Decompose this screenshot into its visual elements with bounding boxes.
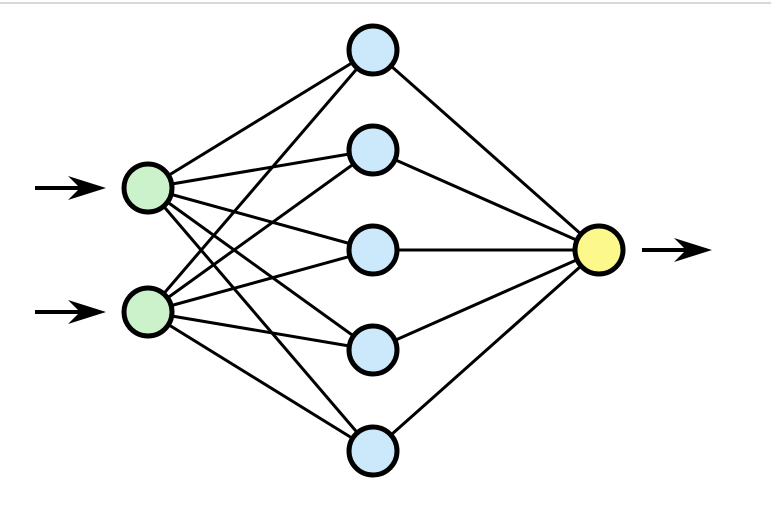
edge-in2-h4: [147, 310, 374, 352]
output-arrow-icon: [674, 238, 712, 262]
edge-h5-out1: [372, 248, 600, 453]
edge-in1-h5: [146, 187, 375, 452]
edge-in2-h3: [147, 248, 374, 314]
hidden-node-h3: [346, 223, 400, 277]
edge-in1-h3: [147, 186, 374, 252]
edge-h2-out1: [372, 148, 600, 252]
edge-h4-out1: [372, 248, 600, 352]
input-node-in1: [121, 161, 175, 215]
edge-h1-out1: [372, 48, 600, 252]
edge-in1-h4: [147, 186, 374, 352]
hidden-node-h5: [346, 424, 400, 478]
edge-in2-h5: [147, 310, 374, 453]
edge-in2-h1: [146, 49, 375, 313]
edge-in1-h1: [147, 48, 374, 190]
output-node-out1: [572, 223, 626, 277]
edge-in1-h2: [147, 148, 374, 190]
hidden-node-h1: [346, 23, 400, 77]
input-arrow-icon: [68, 176, 106, 200]
hidden-node-h2: [346, 123, 400, 177]
top-edge-divider: [0, 2, 771, 4]
input-arrow-icon: [68, 300, 106, 324]
input-node-in2: [121, 285, 175, 339]
hidden-node-h4: [346, 323, 400, 377]
edge-in2-h2: [147, 148, 374, 314]
